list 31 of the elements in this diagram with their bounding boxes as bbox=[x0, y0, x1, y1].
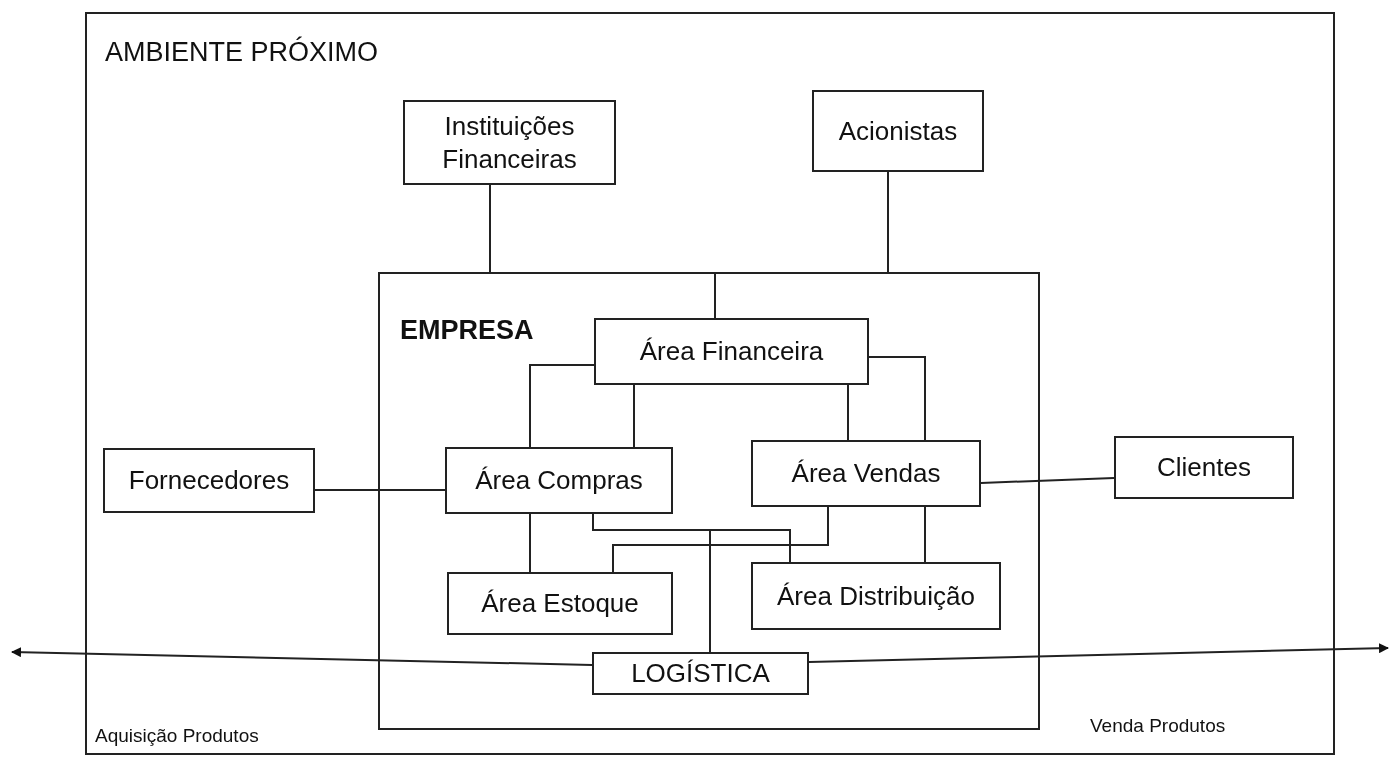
process-box: Área Vendas bbox=[751, 440, 981, 507]
connector-line bbox=[887, 171, 889, 273]
process-box: Área Compras bbox=[445, 447, 673, 514]
connector-line bbox=[529, 364, 595, 448]
connector-line bbox=[633, 384, 635, 448]
process-box: LOGÍSTICA bbox=[592, 652, 809, 695]
flow-label: Aquisição Produtos bbox=[95, 724, 259, 748]
connector-line bbox=[314, 489, 446, 491]
arrow bbox=[11, 647, 593, 666]
connector-line bbox=[980, 477, 1115, 484]
connector-line bbox=[868, 356, 926, 441]
frame-heading: AMBIENTE PRÓXIMO bbox=[105, 35, 379, 69]
frame-heading: EMPRESA bbox=[400, 314, 534, 347]
connector-line bbox=[612, 506, 829, 573]
process-box: Acionistas bbox=[812, 90, 984, 172]
process-box: Área Distribuição bbox=[751, 562, 1001, 630]
arrow bbox=[808, 643, 1389, 663]
connector-line bbox=[489, 184, 491, 273]
flow-label: Venda Produtos bbox=[1090, 714, 1226, 738]
connector-line bbox=[924, 506, 926, 563]
connector-line bbox=[529, 513, 531, 573]
connector-line bbox=[714, 271, 716, 319]
process-box: Instituições Financeiras bbox=[403, 100, 616, 185]
environment-frame bbox=[85, 12, 1335, 755]
company-frame bbox=[378, 272, 1040, 730]
process-box: Clientes bbox=[1114, 436, 1294, 499]
connector-line bbox=[592, 513, 711, 653]
connector-line bbox=[847, 384, 849, 441]
process-box: Área Estoque bbox=[447, 572, 673, 635]
process-box: Área Financeira bbox=[594, 318, 869, 385]
process-box: Fornecedores bbox=[103, 448, 315, 513]
